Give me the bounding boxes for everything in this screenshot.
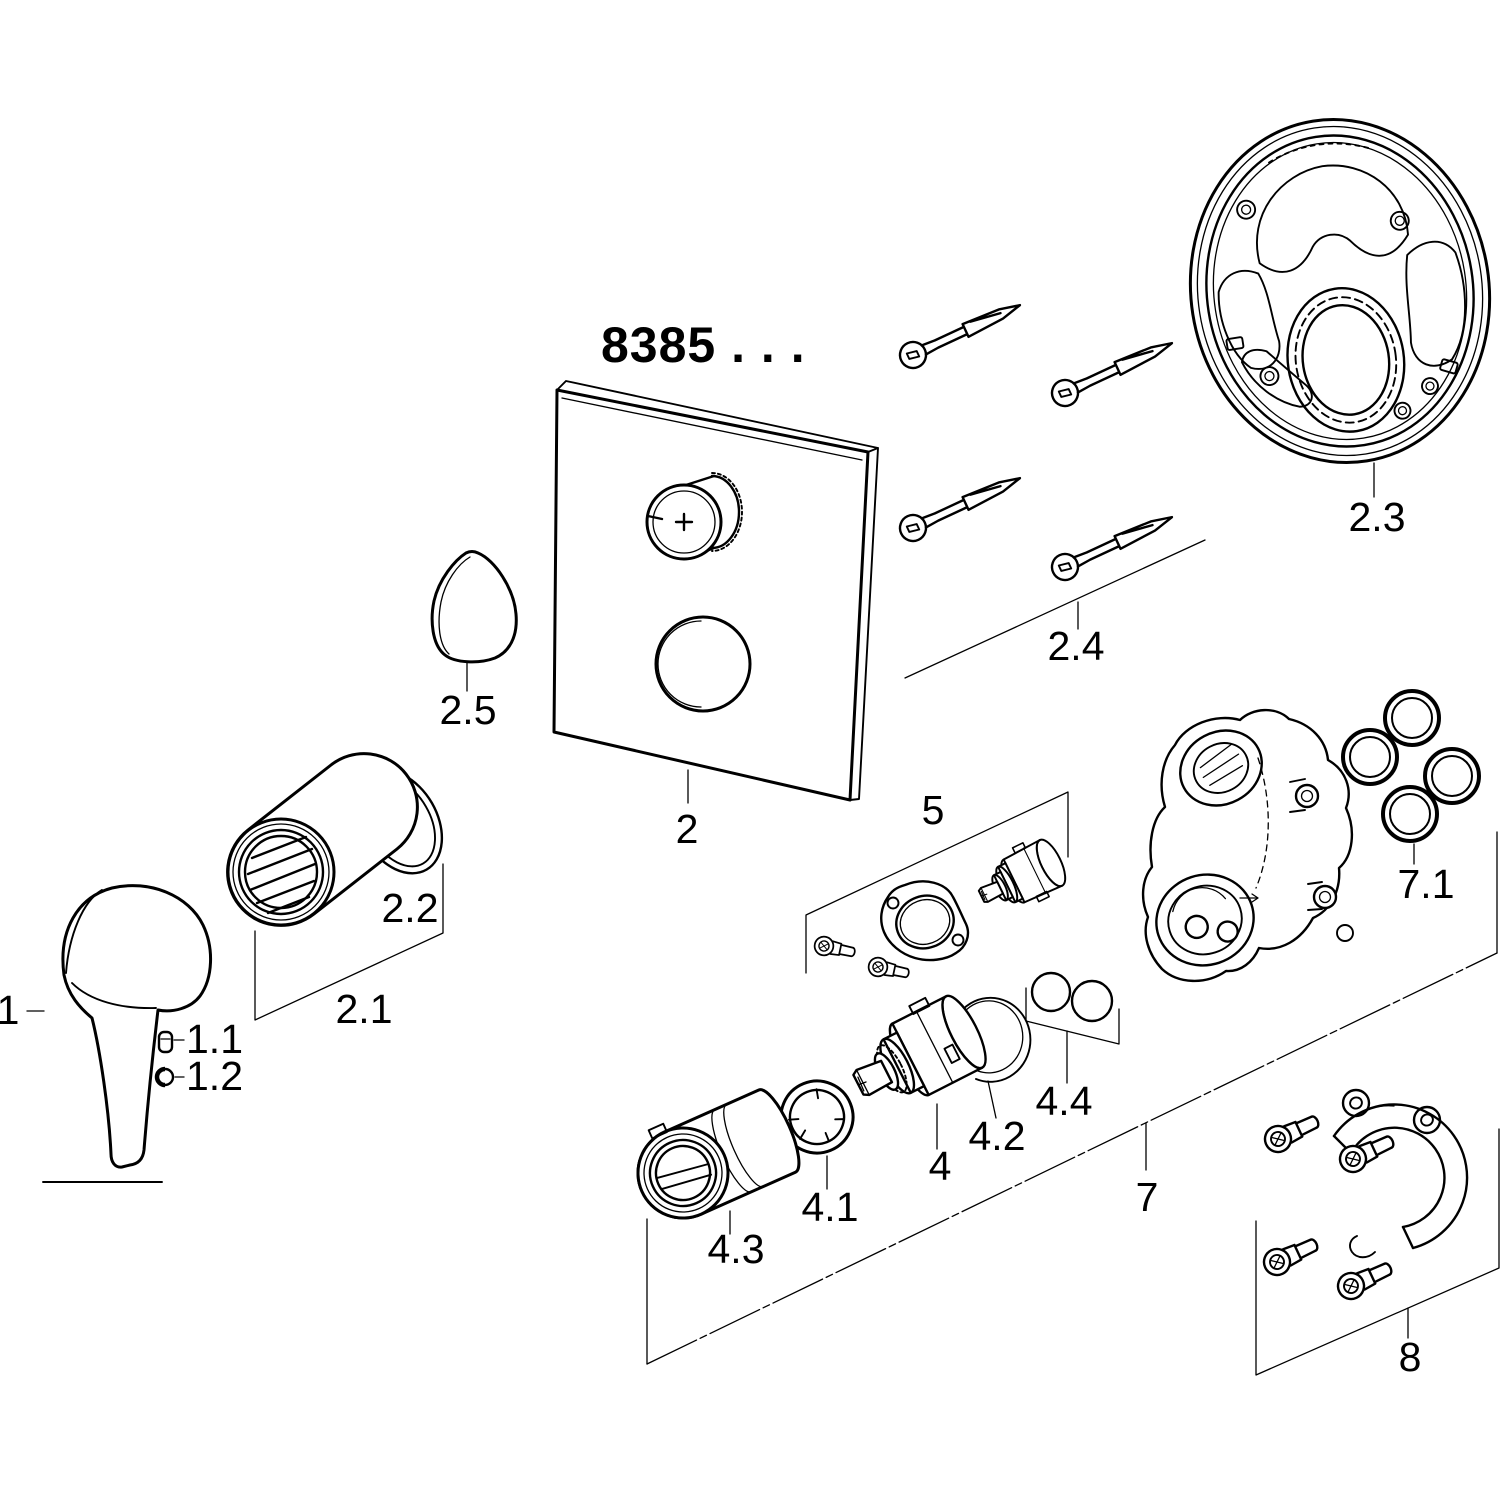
- flange-gasket: [880, 880, 970, 962]
- part-label-4-2: 4.2: [969, 1113, 1026, 1159]
- group-bracket-8: [1255, 1128, 1500, 1376]
- mixer-cartridge: [852, 994, 987, 1097]
- diverter-service-set: [812, 838, 1067, 984]
- part-label-1: 1: [0, 987, 19, 1033]
- part-label-2: 2: [676, 806, 699, 852]
- part-label-2-2: 2.2: [382, 885, 439, 931]
- part-label-2-3: 2.3: [1349, 494, 1406, 540]
- plate-screws: [894, 292, 1179, 586]
- model-number-title: 8385 . . .: [601, 317, 806, 373]
- part-label-1-2: 1.2: [186, 1053, 243, 1099]
- diverter-cartridge: [977, 838, 1067, 904]
- valve-upper-port: [1179, 729, 1263, 807]
- valve-body: [1141, 708, 1354, 983]
- part-label-5: 5: [922, 787, 945, 833]
- mounting-screws-8: [1258, 1107, 1400, 1305]
- sleeve-spline-lines: [246, 835, 317, 915]
- cartridge-housing-4-3: [636, 1088, 801, 1220]
- group-bracket-5: [805, 791, 1069, 974]
- part-label-4-3: 4.3: [708, 1226, 765, 1272]
- lever-handle: [61, 884, 213, 1169]
- mounting-ring-hub: [1286, 287, 1406, 433]
- group-bracket-4-4: [1025, 987, 1120, 1045]
- part-label-4-4: 4.4: [1036, 1078, 1093, 1124]
- part-label-2-5: 2.5: [440, 687, 497, 733]
- part-label-1-1: 1.1: [186, 1016, 243, 1062]
- valve-side-screws: [1289, 778, 1354, 942]
- valve-lower-port: [1155, 873, 1255, 967]
- part-label-4-1: 4.1: [802, 1184, 859, 1230]
- part-label-2-4: 2.4: [1048, 623, 1105, 669]
- mounting-ring-bosses: [1225, 199, 1459, 420]
- diverter-knob: [430, 550, 518, 664]
- handle-plug: [154, 1066, 175, 1088]
- part-label-8: 8: [1399, 1334, 1422, 1380]
- group-bracket-2-1: [254, 863, 444, 1021]
- part-label-2-1: 2.1: [336, 986, 393, 1032]
- handle-set-screw: [157, 1030, 174, 1054]
- leader-4-2: [987, 1080, 997, 1119]
- cover-plate: [552, 380, 879, 802]
- mounting-ring: [1188, 118, 1492, 464]
- group-line-2-4: [904, 539, 1206, 679]
- handle-sleeve: [226, 752, 419, 927]
- plate-thermostat-knob: [645, 472, 743, 561]
- part-label-7: 7: [1136, 1174, 1159, 1220]
- mounting-clip: [1332, 1088, 1469, 1259]
- part-label-7-1: 7.1: [1398, 861, 1455, 907]
- plate-hole: [654, 615, 752, 713]
- part-label-4: 4: [929, 1143, 952, 1189]
- group-bracket-7: [646, 831, 1498, 1365]
- o-rings-4-4: [1030, 971, 1114, 1023]
- o-ring-set-7-1: [1341, 689, 1481, 843]
